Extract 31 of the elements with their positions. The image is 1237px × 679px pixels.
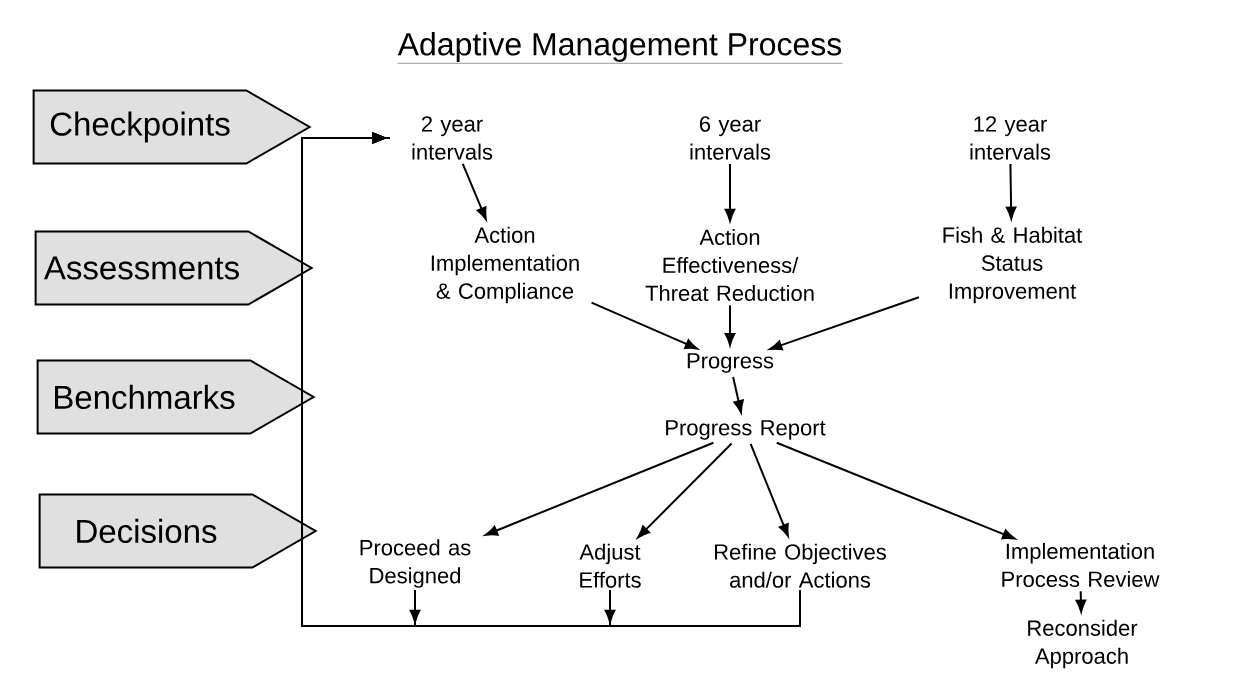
arrow	[1005, 163, 1017, 220]
arrow	[724, 163, 736, 222]
arrow	[461, 162, 487, 220]
step-text: 6 year intervals	[690, 116, 771, 160]
step-text: 12 year intervals	[970, 116, 1051, 160]
arrow	[732, 376, 744, 413]
title: Adaptive Management Process	[397, 32, 843, 64]
signpost-box: Checkpoints	[32, 89, 312, 165]
arrow	[749, 442, 789, 537]
step-text: Reconsider Approach	[1028, 619, 1138, 669]
step-text: Fish & Habitat Status Improvement	[943, 226, 1083, 304]
arrow	[775, 441, 1016, 540]
arrow	[724, 304, 736, 346]
step-text: Action Implementation & Compliance	[431, 226, 579, 304]
step-text: Refine Objectives and/or Actions	[715, 543, 886, 588]
step-text: Progress	[687, 353, 774, 373]
step-text: 2 year intervals	[412, 116, 493, 160]
step-text: Adjust Efforts	[579, 543, 641, 588]
signpost-box: Benchmarks	[36, 359, 316, 435]
step-text: Proceed as Designed	[360, 539, 471, 588]
step-text: Progress Report	[666, 420, 826, 440]
arrow	[484, 441, 715, 536]
arrow	[301, 132, 801, 627]
signpost-box: Decisions	[38, 493, 318, 569]
signpost-box: Assessments	[34, 230, 314, 306]
arrow	[769, 296, 920, 351]
step-text: Action Effectiveness/ Threat Reduction	[645, 228, 814, 302]
step-text: Implementation Process Review	[1002, 542, 1160, 588]
arrow	[637, 442, 733, 539]
arrow	[1075, 590, 1087, 613]
arrow	[590, 301, 698, 350]
